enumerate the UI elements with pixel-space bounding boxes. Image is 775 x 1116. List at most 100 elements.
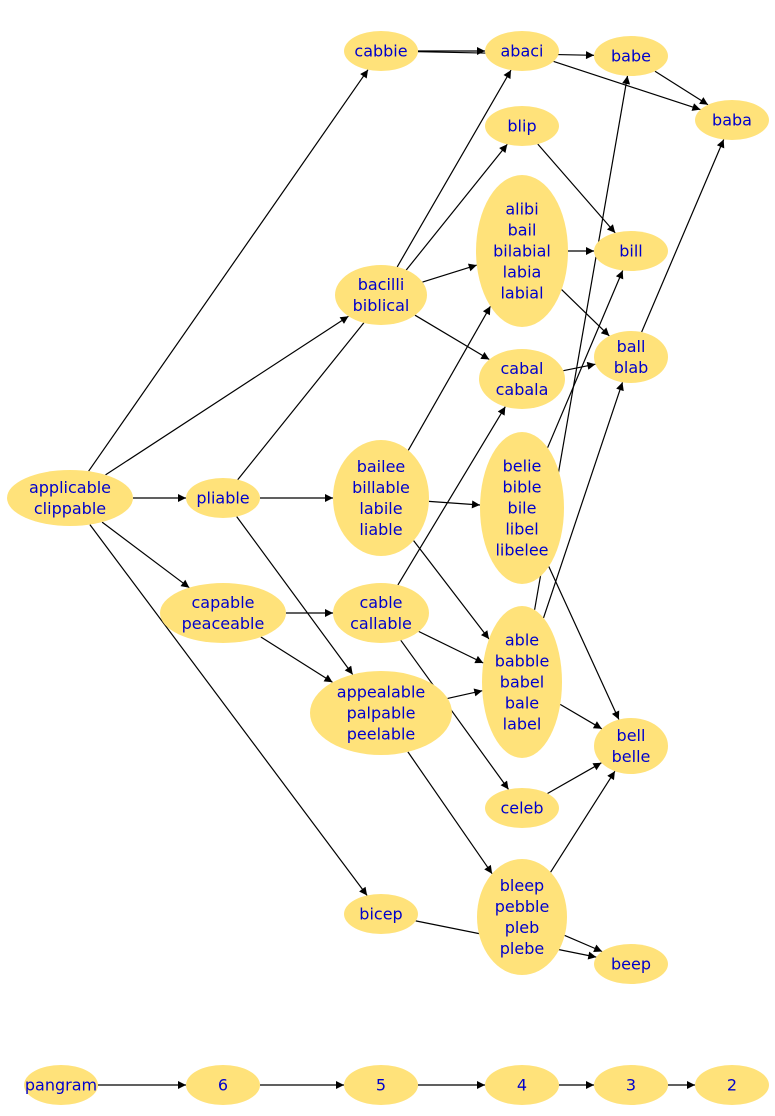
node-label: bleep [500,876,544,895]
node-label: belle [612,747,651,766]
edge-bleep-to-bell [550,770,616,873]
node-label: bible [502,478,541,497]
node-bell: bell belle [594,718,668,774]
node-ellipse [695,1065,769,1105]
node-label: applicable [29,478,111,497]
node-label: cabal [500,359,543,378]
node-label: pangram [25,1076,97,1095]
node-label: blip [507,117,536,136]
edge-able-to-ball [542,382,624,619]
node-ellipse [695,100,769,140]
node-label: abaci [500,42,543,61]
node-ellipse [594,331,668,383]
node-label: appealable [337,683,425,702]
node-ellipse [333,440,429,556]
node-bill: bill [594,231,668,271]
node-label: bailee [357,457,406,476]
node-label: bail [508,221,537,240]
node-ellipse [485,1065,559,1105]
node-babe: babe [594,36,668,76]
edge-applicable-to-cabbie [88,69,369,472]
node-label: 4 [517,1076,527,1095]
node-label: labia [503,263,542,282]
node-ellipse [344,894,418,934]
node-label: bell [617,726,646,745]
node-ellipse [344,31,418,71]
node-n6: 6 [186,1065,260,1105]
node-label: belie [503,457,542,476]
edge-celeb-to-bell [547,762,602,795]
edge-belie-to-bell [548,566,620,720]
node-celeb: celeb [485,788,559,828]
node-label: cabbie [354,42,407,61]
node-n3: 3 [594,1065,668,1105]
node-ellipse [594,231,668,271]
edge-babe-to-baba [654,70,709,106]
node-abaci: abaci [485,31,559,71]
node-label: pliable [196,489,249,508]
node-ellipse [333,583,429,643]
edge-applicable-to-capable [101,521,190,589]
edge-cable-to-cabal [397,406,506,586]
edges-layer [88,47,725,1089]
node-label: 5 [376,1076,386,1095]
node-ellipse [480,432,564,584]
node-label: capable [191,593,254,612]
node-ellipse [594,944,668,984]
node-ellipse [485,106,559,146]
edge-appealable-to-able [447,688,483,699]
node-ellipse [594,36,668,76]
node-label: bicep [359,905,402,924]
node-label: billable [352,478,410,497]
node-label: ball [617,337,646,356]
node-cabal: cabal cabala [479,349,565,409]
node-label: celeb [500,799,543,818]
node-ellipse [477,859,567,975]
edge-appealable-to-bleep [407,751,493,875]
node-ellipse [24,1065,98,1105]
node-baba: baba [695,100,769,140]
node-label: bill [619,242,643,261]
node-label: cabala [496,380,549,399]
edge-cabal-to-ball [563,361,596,372]
node-ellipse [476,175,568,327]
node-ellipse [310,671,452,755]
node-ellipse [344,1065,418,1105]
node-ellipse [594,718,668,774]
edge-capable-to-appealable [260,636,333,683]
node-label: beep [611,955,651,974]
node-label: peaceable [182,614,265,633]
node-label: 2 [727,1076,737,1095]
node-ellipse [7,470,133,526]
node-n2: 2 [695,1065,769,1105]
node-ellipse [186,1065,260,1105]
node-ellipse [160,583,286,643]
node-label: babe [611,47,651,66]
node-label: blab [614,358,649,377]
node-ellipse [479,349,565,409]
node-blip: blip [485,106,559,146]
node-beep: beep [594,944,668,984]
node-label: libelee [495,541,548,560]
edge-bailee-to-belie [428,500,481,509]
edge-pliable-to-appealable [236,516,354,675]
node-label: plebe [500,939,544,958]
node-ellipse [482,606,562,758]
node-label: 6 [218,1076,228,1095]
node-label: pleb [505,918,540,937]
node-label: babble [495,652,550,671]
node-ellipse [335,265,427,325]
edge-bleep-to-beep [564,934,603,953]
edge-applicable-to-bacilli [105,315,349,476]
node-ellipse [186,478,260,518]
node-label: labile [359,499,402,518]
node-label: bacilli [358,275,405,294]
